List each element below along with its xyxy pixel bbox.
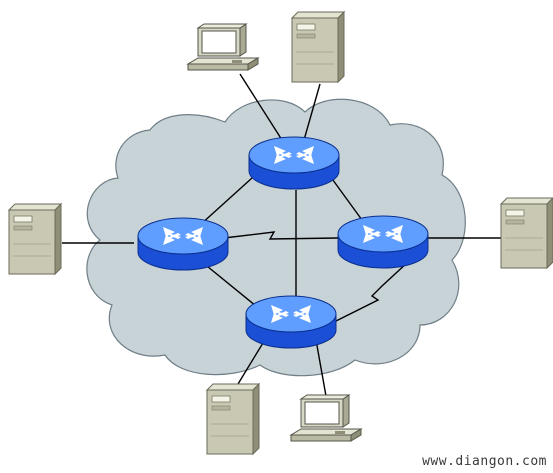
server-icon <box>8 203 62 275</box>
server-icon <box>206 383 260 455</box>
link-server-top <box>303 83 321 141</box>
server-left <box>8 203 62 275</box>
router-icon <box>245 295 337 349</box>
link-server-bottom <box>237 337 267 385</box>
server-top <box>291 11 345 83</box>
link-left-bottom <box>201 261 257 307</box>
link-top-left <box>199 177 253 226</box>
computer-icon <box>187 23 259 71</box>
computer-bottom <box>290 394 362 442</box>
router-bottom <box>245 295 337 349</box>
server-icon <box>500 197 553 269</box>
router-icon <box>337 215 429 269</box>
router-left <box>137 217 229 271</box>
router-icon <box>137 217 229 271</box>
link-top-right <box>329 175 363 221</box>
link-computer-top <box>239 73 283 141</box>
link-left-right-serial <box>223 231 339 240</box>
link-right-bottom-serial <box>333 261 409 323</box>
server-right <box>500 197 553 269</box>
watermark-text: www.diangon.com <box>422 454 547 469</box>
network-cloud <box>86 98 466 377</box>
link-computer-bottom <box>315 339 327 397</box>
server-icon <box>291 11 345 83</box>
router-right <box>337 215 429 269</box>
network-links <box>62 73 502 397</box>
computer-icon <box>290 394 362 442</box>
server-bottom <box>206 383 260 455</box>
computer-top <box>187 23 259 71</box>
router-top <box>248 136 340 190</box>
router-icon <box>248 136 340 190</box>
